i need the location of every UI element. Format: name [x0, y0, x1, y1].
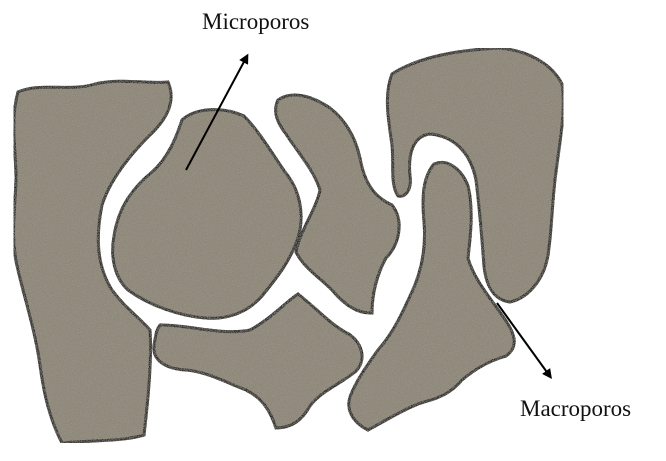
macroporos-label: Macroporos: [520, 397, 631, 420]
soil-grain-top-right: [387, 48, 563, 302]
microporos-label: Microporos: [202, 10, 309, 33]
